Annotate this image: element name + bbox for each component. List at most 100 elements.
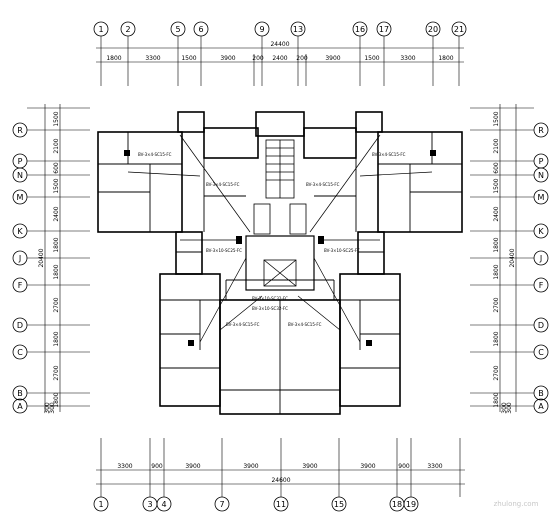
dimension-value: 2400 xyxy=(53,206,60,221)
axis-label: A xyxy=(17,402,23,411)
dimension-value: 200 xyxy=(296,55,308,62)
axis-label: F xyxy=(18,281,23,290)
bottom-axis-bubbles xyxy=(93,496,419,512)
axis-label: B xyxy=(17,389,23,398)
dimension-value: 3900 xyxy=(302,463,317,470)
dimension-value: 1800 xyxy=(493,331,500,346)
axis-label: N xyxy=(538,171,544,180)
axis-label: 13 xyxy=(293,25,303,34)
dimension-total: 20400 xyxy=(509,248,516,267)
dimension-total: 24600 xyxy=(271,477,290,484)
axis-label: J xyxy=(539,254,542,263)
dimension-value: 1800 xyxy=(493,392,500,407)
axis-label: 4 xyxy=(161,500,166,509)
dimension-value: 3300 xyxy=(117,463,132,470)
dimension-value: 3300 xyxy=(400,55,415,62)
dimension-value: 1500 xyxy=(53,111,60,126)
axis-label: 21 xyxy=(454,25,464,34)
circuit-note: BV-3×10-SC25-FC xyxy=(206,248,242,253)
axis-label: 15 xyxy=(334,500,344,509)
left-dimension-lines xyxy=(27,104,90,412)
axis-label: 18 xyxy=(392,500,402,509)
dimension-value: 2100 xyxy=(53,138,60,153)
left-axis-bubbles xyxy=(12,122,28,414)
dimension-value: 1500 xyxy=(181,55,196,62)
axis-label: 19 xyxy=(406,500,416,509)
dimension-value: 1800 xyxy=(493,264,500,279)
wiring-lines xyxy=(127,134,433,343)
axis-label: 1 xyxy=(98,500,103,509)
dimension-value: 2400 xyxy=(272,55,287,62)
axis-label: R xyxy=(538,126,544,135)
dimension-value: 200 xyxy=(252,55,264,62)
axis-label: 6 xyxy=(198,25,203,34)
dimension-value: 3900 xyxy=(243,463,258,470)
dimension-value: 1800 xyxy=(53,331,60,346)
top-axis-bubbles xyxy=(93,21,467,37)
circuit-note: BV-3×10-SC25-FC xyxy=(324,248,360,253)
axis-label: M xyxy=(538,193,545,202)
dimension-value: 300 xyxy=(506,402,513,414)
top-dimension-lines xyxy=(96,36,464,86)
dimension-value: 2700 xyxy=(493,297,500,312)
circuit-note: BV-3×4-SC15-FC xyxy=(226,322,260,327)
dimension-value: 2400 xyxy=(493,206,500,221)
dimension-value: 1800 xyxy=(106,55,121,62)
axis-label: D xyxy=(538,321,544,330)
dimension-value: 600 xyxy=(53,162,60,174)
dimension-value: 300 xyxy=(501,402,508,414)
dimension-value: 1800 xyxy=(53,264,60,279)
axis-label: 11 xyxy=(276,500,286,509)
axis-label: D xyxy=(17,321,23,330)
dimension-value: 2700 xyxy=(53,297,60,312)
axis-label: 9 xyxy=(259,25,264,34)
dimension-value: 2700 xyxy=(493,365,500,380)
axis-label: A xyxy=(538,402,544,411)
dimension-value: 3900 xyxy=(220,55,235,62)
axis-label: 17 xyxy=(379,25,389,34)
dimension-value: 1500 xyxy=(493,111,500,126)
dimension-value: 1800 xyxy=(53,392,60,407)
axis-label: B xyxy=(538,389,544,398)
dimension-value: 3300 xyxy=(427,463,442,470)
building-outline xyxy=(97,111,463,415)
dimension-value: 3300 xyxy=(145,55,160,62)
axis-label: F xyxy=(539,281,544,290)
dimension-value: 1800 xyxy=(53,237,60,252)
dimension-value: 3900 xyxy=(360,463,375,470)
axis-label: J xyxy=(18,254,21,263)
axis-label: M xyxy=(17,193,24,202)
axis-label: 3 xyxy=(147,500,152,509)
axis-label: 20 xyxy=(428,25,438,34)
circuit-note: BV-3×4-SC15-FC xyxy=(306,182,340,187)
axis-label: 5 xyxy=(175,25,180,34)
right-axis-bubbles xyxy=(533,122,549,414)
dimension-value: 1800 xyxy=(493,237,500,252)
dimension-value: 300 xyxy=(44,402,51,414)
circuit-note: BV-3×4-SC15-FC xyxy=(206,182,240,187)
dimension-total: 20400 xyxy=(38,248,45,267)
axis-label: 2 xyxy=(125,25,130,34)
axis-label: C xyxy=(538,348,544,357)
dimension-value: 600 xyxy=(493,162,500,174)
dimension-total: 24400 xyxy=(270,41,289,48)
dimension-value: 900 xyxy=(151,463,163,470)
axis-label: K xyxy=(538,227,544,236)
circuit-note: BV-3×10-SC32-FC xyxy=(252,296,288,301)
dimension-value: 2700 xyxy=(53,365,60,380)
dimension-value: 1500 xyxy=(364,55,379,62)
circuit-note: BV-3×4-SC15-FC xyxy=(138,152,172,157)
axis-label: R xyxy=(17,126,23,135)
circuit-note: BV-3×4-SC15-FC xyxy=(372,152,406,157)
axis-label: P xyxy=(18,157,23,166)
stair-core xyxy=(245,139,315,291)
axis-label: K xyxy=(17,227,23,236)
distribution-boxes xyxy=(124,150,436,346)
axis-label: 16 xyxy=(355,25,365,34)
axis-label: 1 xyxy=(98,25,103,34)
axis-label: N xyxy=(17,171,23,180)
circuit-note: BV-3×4-SC15-FC xyxy=(288,322,322,327)
dimension-value: 3900 xyxy=(325,55,340,62)
axis-label: P xyxy=(539,157,544,166)
